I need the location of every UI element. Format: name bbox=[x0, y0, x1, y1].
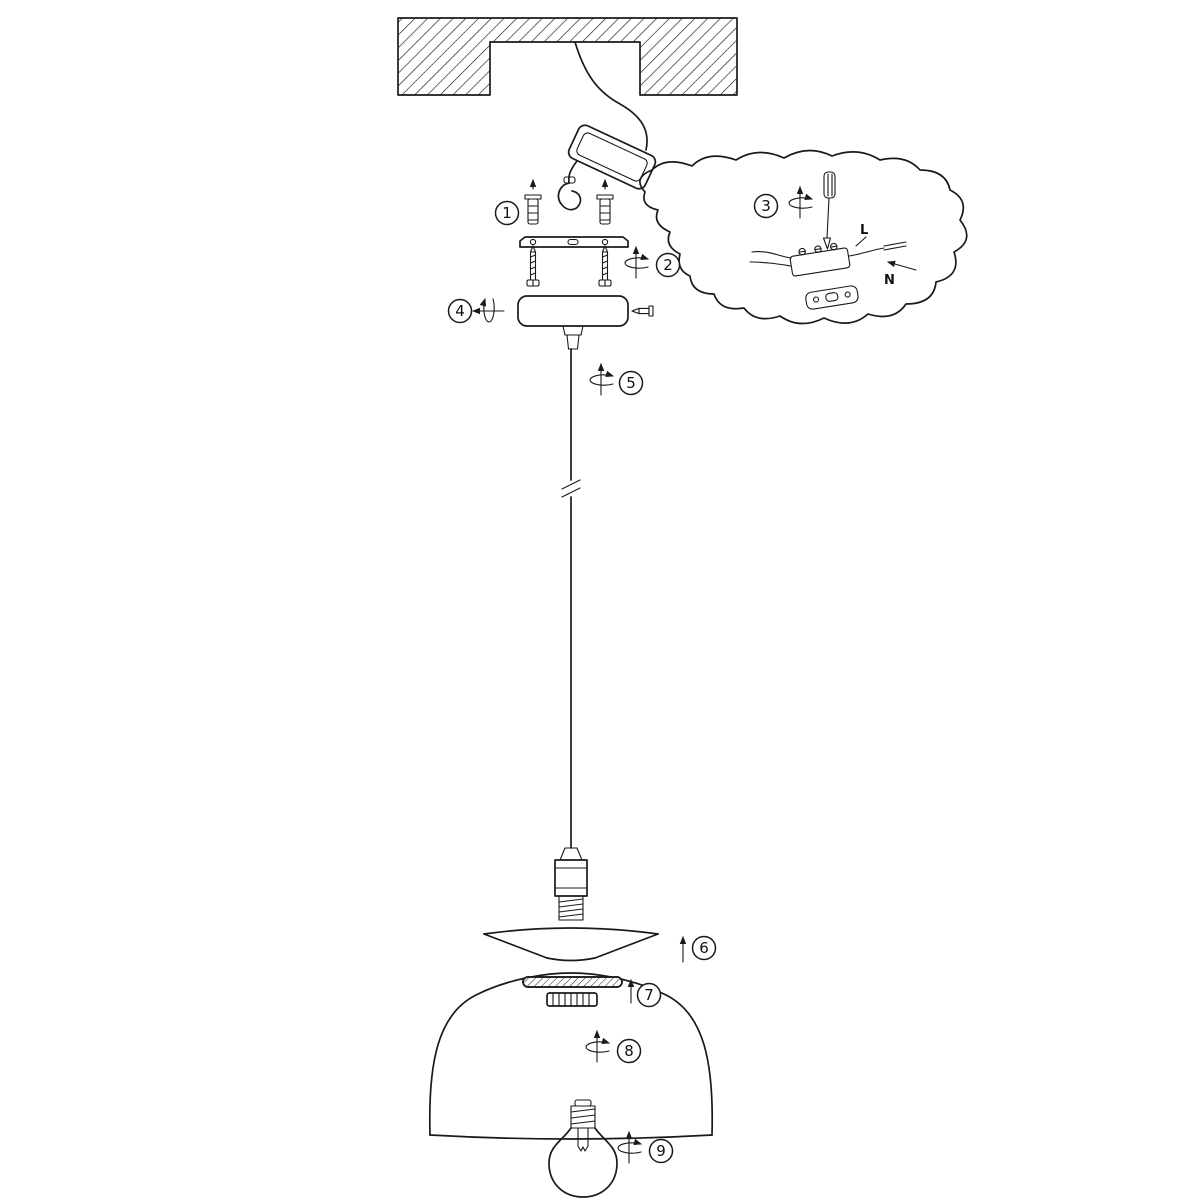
svg-text:7: 7 bbox=[644, 986, 654, 1004]
step-label-5: 5 bbox=[618, 370, 644, 396]
svg-text:3: 3 bbox=[761, 197, 771, 215]
bracket-screw-left bbox=[526, 245, 540, 287]
rotate-arrow-step2 bbox=[625, 247, 648, 278]
suspension-cord bbox=[561, 348, 581, 849]
canopy-side-screw bbox=[631, 305, 654, 317]
connector-box bbox=[567, 124, 657, 190]
svg-text:8: 8 bbox=[624, 1042, 634, 1060]
step-label-9: 9 bbox=[648, 1138, 674, 1164]
step-labels: 1 2 3 4 5 6 7 8 bbox=[447, 193, 779, 1164]
wall-plug-left bbox=[524, 194, 542, 225]
shade-support-disc bbox=[483, 927, 659, 962]
dome-shade bbox=[428, 972, 714, 1140]
rotate-arrow-step9 bbox=[618, 1132, 641, 1163]
wire-label-live-leader bbox=[855, 236, 867, 247]
terminal-cover bbox=[805, 285, 859, 310]
mounting-bracket bbox=[519, 236, 629, 248]
cord-to-hook bbox=[567, 160, 578, 184]
terminal-block bbox=[789, 242, 851, 277]
power-cord bbox=[574, 41, 648, 151]
rotate-arrow-step8 bbox=[586, 1031, 609, 1062]
step-label-1: 1 bbox=[494, 200, 520, 226]
ceiling-slab bbox=[397, 17, 738, 96]
wiring-detail-callout: L N bbox=[639, 149, 968, 325]
cord-grip bbox=[562, 325, 584, 350]
step-label-6: 6 bbox=[691, 935, 717, 961]
step-label-4: 4 bbox=[447, 298, 473, 324]
wire-left-1 bbox=[751, 251, 792, 259]
bracket-screw-right bbox=[598, 245, 612, 287]
rotate-arrow-step5 bbox=[590, 364, 613, 395]
wire-right bbox=[848, 247, 885, 257]
step-label-2: 2 bbox=[655, 252, 681, 278]
ceiling-canopy bbox=[517, 295, 654, 327]
svg-text:9: 9 bbox=[656, 1142, 666, 1160]
light-bulb bbox=[548, 1099, 618, 1198]
wire-label-neutral: N bbox=[884, 273, 895, 288]
svg-text:6: 6 bbox=[699, 939, 709, 957]
svg-text:4: 4 bbox=[455, 302, 465, 320]
svg-text:5: 5 bbox=[626, 374, 636, 392]
retaining-ring bbox=[522, 976, 623, 988]
wall-plug-right bbox=[596, 194, 614, 225]
screwdriver-icon bbox=[822, 171, 836, 250]
stripped-wire-end bbox=[883, 241, 907, 251]
step-label-3: 3 bbox=[753, 193, 779, 219]
step-label-7: 7 bbox=[636, 982, 662, 1008]
wire-insert-arrow bbox=[886, 260, 917, 271]
threaded-ring bbox=[546, 992, 598, 1007]
rotate-arrow-step4 bbox=[473, 299, 504, 322]
wire-label-live: L bbox=[860, 223, 868, 238]
rotate-arrow-step3 bbox=[789, 187, 812, 218]
step-label-8: 8 bbox=[616, 1038, 642, 1064]
lamp-holder bbox=[554, 847, 588, 921]
svg-text:1: 1 bbox=[502, 204, 512, 222]
svg-text:2: 2 bbox=[663, 256, 673, 274]
hanging-hook bbox=[557, 176, 582, 211]
wire-left-2 bbox=[749, 261, 792, 267]
